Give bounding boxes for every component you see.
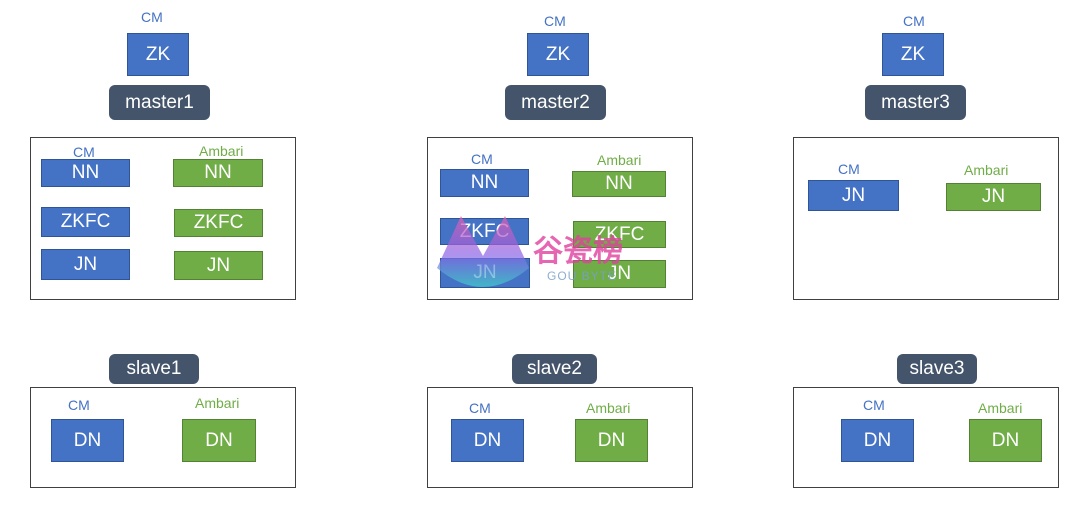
master2-zk-box: ZK xyxy=(527,33,589,76)
slave3-node-tag: slave3 xyxy=(897,354,977,384)
slave2-ambari-dn-box: DN xyxy=(575,419,648,462)
master1-frame xyxy=(30,137,296,300)
master1-cm-label: CM xyxy=(73,144,95,160)
master3-frame xyxy=(793,137,1059,300)
master2-cm-nn-box: NN xyxy=(440,169,529,197)
master1-ambari-jn-box: JN xyxy=(174,251,263,280)
slave3-cm-dn-box: DN xyxy=(841,419,914,462)
slave3-cm-label: CM xyxy=(863,397,885,413)
master1-cm-jn-box: JN xyxy=(41,249,130,280)
master1-ambari-nn-box: NN xyxy=(173,159,263,187)
master3-cm-label: CM xyxy=(838,161,860,177)
slave1-cm-dn-box: DN xyxy=(51,419,124,462)
master3-zk-box: ZK xyxy=(882,33,944,76)
master2-cm-jn-box: JN xyxy=(440,258,530,288)
master2-cm-zkfc-box: ZKFC xyxy=(440,218,529,245)
master2-ambari-label: Ambari xyxy=(597,152,642,168)
master2-ambari-nn-box: NN xyxy=(572,171,666,197)
master2-ambari-zkfc-box: ZKFC xyxy=(573,221,666,248)
master1-cm-nn-box: NN xyxy=(41,159,130,187)
master3-ambari-jn-box: JN xyxy=(946,183,1041,211)
slave2-ambari-label: Ambari xyxy=(586,400,631,416)
slave2-node-tag: slave2 xyxy=(512,354,597,384)
master1-zk-box: ZK xyxy=(127,33,189,76)
master2-cm-label: CM xyxy=(471,151,493,167)
slave2-cm-label: CM xyxy=(469,400,491,416)
slave3-ambari-dn-box: DN xyxy=(969,419,1042,462)
master1-cm-zkfc-box: ZKFC xyxy=(41,207,130,237)
master1-zk-cm-label: CM xyxy=(141,9,163,25)
slave1-cm-label: CM xyxy=(68,397,90,413)
master1-ambari-label: Ambari xyxy=(199,143,244,159)
master3-node-tag: master3 xyxy=(865,85,966,120)
slave2-frame xyxy=(427,387,693,488)
master2-ambari-jn-box: JN xyxy=(573,260,666,288)
slave3-frame xyxy=(793,387,1059,488)
slave1-frame xyxy=(30,387,296,488)
master2-zk-cm-label: CM xyxy=(544,13,566,29)
slave2-cm-dn-box: DN xyxy=(451,419,524,462)
master2-node-tag: master2 xyxy=(505,85,606,120)
slave1-node-tag: slave1 xyxy=(109,354,199,384)
master3-ambari-label: Ambari xyxy=(964,162,1009,178)
master2-frame xyxy=(427,137,693,300)
slave3-ambari-label: Ambari xyxy=(978,400,1023,416)
master1-ambari-zkfc-box: ZKFC xyxy=(174,209,263,237)
master1-node-tag: master1 xyxy=(109,85,210,120)
master3-zk-cm-label: CM xyxy=(903,13,925,29)
slave1-ambari-dn-box: DN xyxy=(182,419,256,462)
slave1-ambari-label: Ambari xyxy=(195,395,240,411)
master3-cm-jn-box: JN xyxy=(808,180,899,211)
